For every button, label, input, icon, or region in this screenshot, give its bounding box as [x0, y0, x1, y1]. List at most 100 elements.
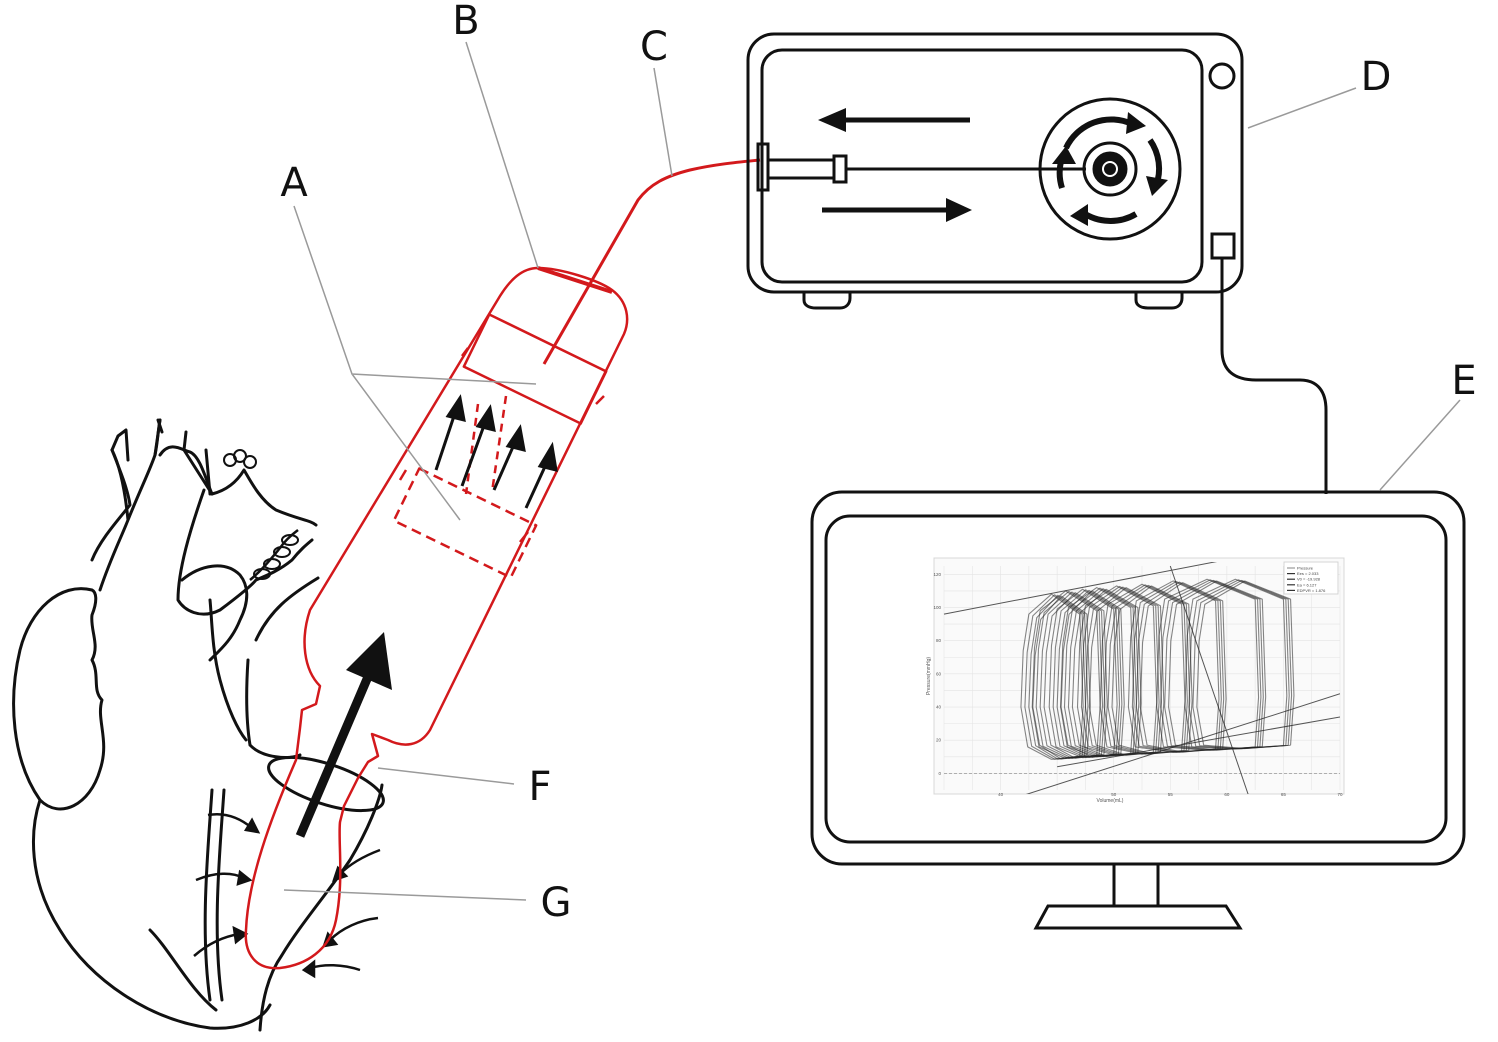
right-atrium [12, 587, 106, 811]
heart-body [32, 418, 272, 1030]
y-tick-label: 100 [933, 605, 941, 610]
legend-label: EDPVR = 1.876 [1297, 588, 1326, 593]
rotor-wheel [1038, 97, 1182, 241]
legend-label: Pressure [1297, 566, 1314, 571]
pv-loop-trace [1139, 582, 1227, 753]
y-tick-label: 0 [938, 771, 941, 776]
leader-b [465, 41, 539, 269]
legend-label: Ea = 6.127 [1297, 582, 1317, 587]
console-connector [756, 142, 770, 192]
interventricular-line [245, 658, 302, 759]
leader-c [653, 67, 673, 177]
pv-loop-trace [1056, 589, 1123, 758]
leader-lines [283, 41, 1461, 901]
vessel-line-2 [215, 788, 226, 1002]
pv-loop-trace [1188, 579, 1290, 750]
carotid [153, 418, 164, 457]
vessel-line-1 [203, 788, 214, 1002]
y-axis-label: Pressure(mmHg) [926, 657, 932, 695]
pump-housing [244, 266, 629, 970]
leader-e [1379, 399, 1461, 491]
pv-loop-trace [1048, 588, 1118, 759]
pv-loop-trace [1103, 584, 1188, 755]
power-button-icon [1208, 62, 1236, 90]
pv-loop-trace [1039, 591, 1106, 759]
piston-plate-retracted [392, 467, 538, 579]
pv-loop-trace [1131, 580, 1222, 753]
label-b: B [452, 0, 479, 44]
legend-label: V0 = -19.928 [1297, 577, 1321, 582]
outflow-arrow [295, 632, 392, 838]
pv-loop-trace [1156, 578, 1260, 751]
pv-loop-trace [1020, 593, 1084, 760]
brachiocephalic [110, 428, 130, 462]
suture-coils [223, 449, 299, 581]
monitor [810, 490, 1466, 930]
pv-loop-trace [1184, 578, 1288, 750]
pv-loop-trace [1071, 588, 1142, 757]
monitor-screen [824, 514, 1448, 844]
pv-loop-trace [1076, 585, 1158, 757]
pv-loop-trace [1196, 580, 1295, 750]
console-arrows [818, 108, 972, 222]
monitor-neck [1112, 864, 1160, 906]
pv-loop-trace [1084, 586, 1163, 756]
data-cable [1220, 258, 1328, 494]
pv-loop-trace [1028, 594, 1089, 760]
label-d: D [1361, 54, 1392, 100]
pv-loop-trace [1067, 588, 1140, 758]
leader-d [1247, 87, 1357, 129]
pv-loop-trace [1164, 579, 1264, 751]
aortic-arch [90, 445, 318, 562]
reference-line [943, 562, 1218, 615]
y-tick-label: 40 [936, 705, 942, 710]
pv-loop-trace [1080, 585, 1160, 757]
console-foot-right [1134, 292, 1184, 310]
driveline [542, 158, 761, 365]
right-ventricle-front [148, 598, 248, 1012]
leader-a [293, 205, 537, 521]
pulmonary-trunk [180, 564, 249, 662]
console-outer [746, 32, 1244, 294]
y-tick-label: 20 [936, 738, 942, 743]
leader-f [377, 767, 515, 785]
console-inner [760, 48, 1204, 284]
label-f: F [528, 764, 551, 810]
x-axis-label: Volume(mL) [1097, 798, 1124, 804]
legend-label: Ees = 2.033 [1297, 571, 1319, 576]
pv-loop-trace [1107, 584, 1191, 755]
pv-loop-trace [1192, 579, 1293, 750]
heart-illustration [12, 418, 384, 1032]
subclavian [182, 430, 214, 496]
pv-loop-trace [1160, 579, 1262, 751]
plot-loops [1020, 578, 1295, 760]
y-tick-label: 60 [936, 671, 942, 676]
pv-loop-trace [1099, 583, 1186, 755]
compression-arrows [193, 813, 381, 979]
pv-loop-trace [1024, 594, 1087, 760]
left-ventricle-wall [258, 783, 384, 1032]
pv-loop-trace [1063, 587, 1138, 758]
console-foot-left [802, 292, 852, 310]
monitor-stand [1033, 904, 1243, 930]
label-a: A [280, 160, 308, 206]
rotation-arrowheads [1052, 112, 1168, 226]
pv-loop-trace [1059, 587, 1135, 758]
flow-arrows [434, 394, 558, 509]
y-tick-label: 80 [936, 638, 942, 643]
console-port [1210, 232, 1236, 260]
label-c: C [640, 24, 668, 70]
pv-loop-trace [1035, 590, 1104, 759]
piston-plate [462, 313, 608, 425]
pv-loop-trace [1127, 580, 1220, 753]
leader-g [283, 889, 527, 901]
pulmonary-artery [254, 576, 320, 642]
x-tick-label: 40 [998, 792, 1004, 797]
pv-loop-trace [1135, 581, 1225, 753]
pump-cap [537, 266, 613, 294]
x-tick-label: 55 [1168, 792, 1174, 797]
